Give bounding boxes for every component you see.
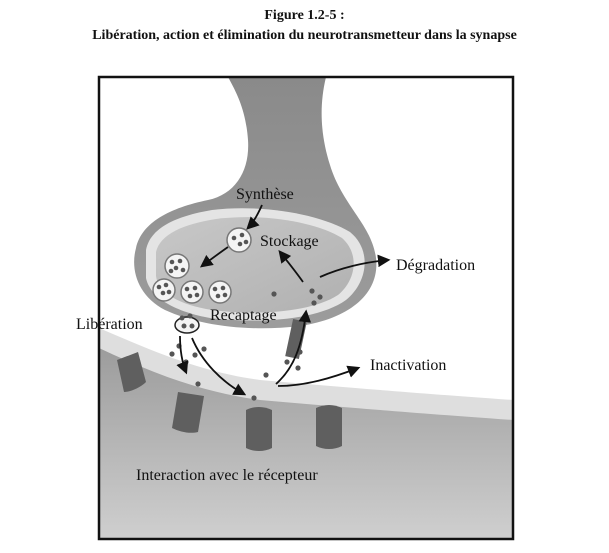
arrow-liberation-2 — [191, 337, 247, 396]
vesicle-stockage — [226, 227, 252, 253]
label-inactivation: Inactivation — [370, 357, 446, 374]
arrow-inactivation — [277, 365, 361, 387]
receptor-1 — [117, 352, 146, 392]
label-degradation: Dégradation — [396, 257, 475, 274]
arrow-recapture-return — [278, 250, 304, 283]
figure-number: Figure 1.2-5 : — [264, 8, 345, 23]
label-interaction: Interaction avec le récepteur — [136, 467, 318, 484]
vesicle-3 — [180, 280, 204, 304]
vesicle-1 — [164, 253, 190, 279]
arrow-stockage — [199, 246, 229, 268]
arrow-degradation — [319, 254, 391, 278]
vesicle-group — [152, 227, 252, 334]
terminal-interior — [156, 217, 354, 313]
figure-header: Figure 1.2-5 : Libération, action et éli… — [0, 6, 609, 46]
receptor-2 — [172, 392, 204, 433]
arrow-recaptage — [275, 309, 312, 385]
diagram-frame-border — [97, 75, 515, 541]
neurotransmitter-molecules — [169, 288, 323, 401]
figure-title: Libération, action et élimination du neu… — [92, 28, 517, 43]
receptor-3 — [246, 407, 272, 451]
label-liberation: Libération — [76, 316, 143, 333]
vesicle-4 — [208, 280, 232, 304]
label-synthese: Synthèse — [236, 186, 294, 203]
reuptake-transporter — [285, 318, 307, 360]
label-recaptage: Recaptage — [210, 307, 277, 324]
arrow-liberation-1 — [176, 335, 189, 375]
postsynaptic-cell — [99, 348, 513, 539]
vesicle-fusing — [174, 313, 200, 334]
process-arrows — [176, 204, 391, 396]
receptor-4 — [316, 405, 342, 449]
label-stockage: Stockage — [260, 233, 319, 250]
arrow-synthese — [246, 204, 263, 230]
vesicle-2 — [152, 278, 176, 302]
